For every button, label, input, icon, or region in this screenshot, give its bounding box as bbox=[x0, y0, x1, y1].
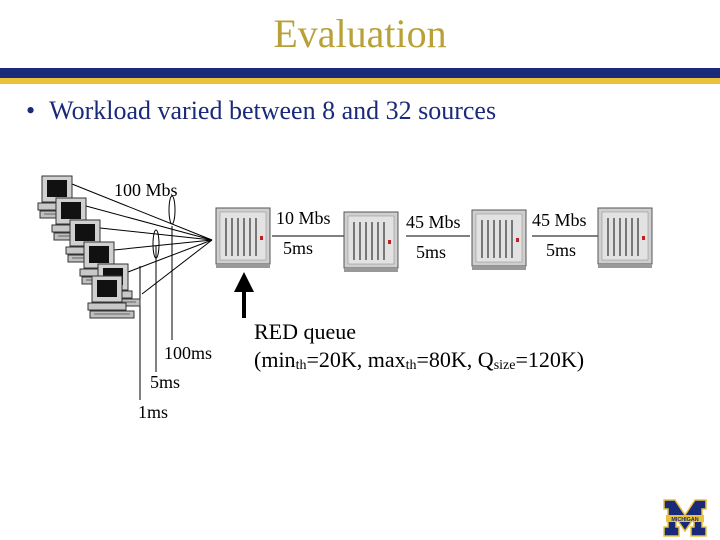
title-rule-gold bbox=[0, 78, 720, 84]
link3-bandwidth-label: 45 Mbs bbox=[532, 210, 587, 230]
delay-5ms-label: 5ms bbox=[150, 372, 181, 392]
router-icon bbox=[471, 209, 527, 271]
red-queue-title: RED queue bbox=[254, 319, 357, 344]
link3-delay-label: 5ms bbox=[546, 240, 577, 260]
router-icon bbox=[343, 211, 399, 273]
link1-bandwidth-label: 10 Mbs bbox=[276, 208, 331, 228]
title-rule-blue bbox=[0, 68, 720, 78]
red-queue-arrow bbox=[234, 272, 254, 318]
svg-text:MICHIGAN: MICHIGAN bbox=[671, 517, 698, 523]
delay-1ms-label: 1ms bbox=[138, 402, 169, 422]
bullet-dot: • bbox=[26, 96, 36, 125]
delay-100ms-label: 100ms bbox=[164, 343, 213, 363]
access-bandwidth-label: 100 Mbs bbox=[114, 180, 178, 200]
link2-delay-label: 5ms bbox=[416, 242, 447, 262]
router-icon bbox=[597, 207, 653, 269]
delay-lines bbox=[139, 195, 176, 400]
router-icon bbox=[215, 207, 271, 269]
slide-title: Evaluation bbox=[273, 11, 447, 56]
source-lines bbox=[71, 183, 213, 295]
bullet-item: • Workload varied between 8 and 32 source… bbox=[26, 96, 496, 126]
link2-bandwidth-label: 45 Mbs bbox=[406, 212, 461, 232]
red-queue-annotation: RED queue (minth=20K, maxth=80K, Qsize=1… bbox=[254, 318, 584, 380]
bullet-text: Workload varied between 8 and 32 sources bbox=[49, 96, 497, 125]
red-queue-params: (minth=20K, maxth=80K, Qsize=120K) bbox=[254, 347, 585, 373]
michigan-logo-icon: MICHIGAN bbox=[663, 499, 707, 537]
link1-delay-label: 5ms bbox=[283, 238, 314, 258]
